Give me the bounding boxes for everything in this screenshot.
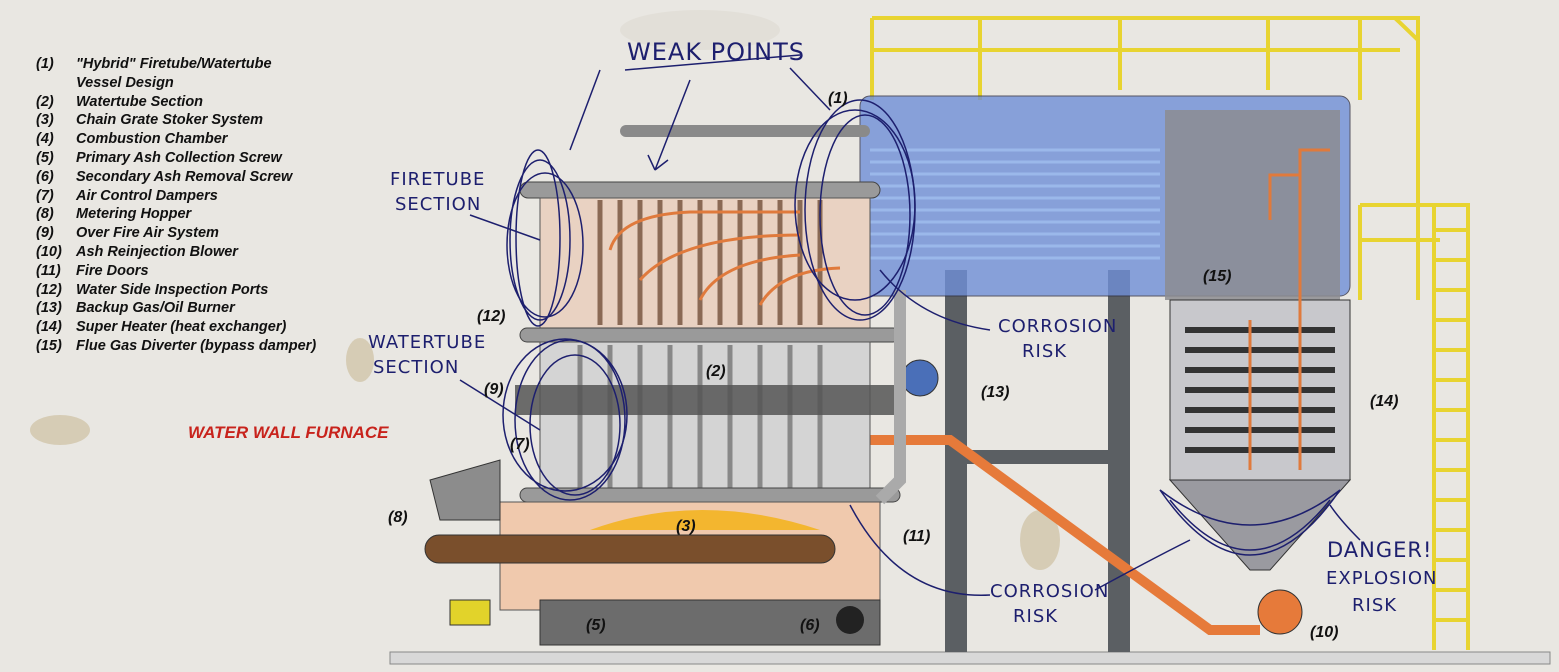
callout-6: (6) xyxy=(800,617,820,634)
legend-num: (6) xyxy=(36,168,54,185)
legend-num: (13) xyxy=(36,300,62,317)
callout-9: (9) xyxy=(484,381,504,398)
legend-item: (4) Combustion Chamber xyxy=(36,130,316,149)
annotation-corrosion-top: CORROSION xyxy=(998,316,1117,337)
legend-num: (2) xyxy=(36,93,54,110)
annotation-corrosion-bottom-risk: RISK xyxy=(1013,606,1058,627)
legend-item: (13) Backup Gas/Oil Burner xyxy=(36,299,316,318)
legend-item: (8) Metering Hopper xyxy=(36,205,316,224)
ink-weak-point-circles xyxy=(459,54,1361,596)
legend-text: Super Heater (heat exchanger) xyxy=(76,319,287,336)
legend-text: Flue Gas Diverter (bypass damper) xyxy=(76,337,317,354)
legend-num: (1) xyxy=(36,56,54,72)
legend-text: Combustion Chamber xyxy=(76,131,228,148)
legend-item: (12) Water Side Inspection Ports xyxy=(36,281,316,300)
legend-text: Backup Gas/Oil Burner xyxy=(76,300,235,317)
annotation-watertube: WATERTUBE xyxy=(368,332,486,353)
legend-num: (11) xyxy=(36,262,61,279)
callout-8: (8) xyxy=(388,509,408,526)
legend-text: Metering Hopper xyxy=(76,206,192,223)
legend-text: "Hybrid" Firetube/Watertube xyxy=(76,56,272,72)
legend-num: (15) xyxy=(36,337,62,354)
legend-text: Primary Ash Collection Screw xyxy=(76,149,282,166)
diagram-title: WATER WALL FURNACE xyxy=(188,423,389,442)
callout-12: (12) xyxy=(477,308,505,325)
legend-num: (10) xyxy=(36,243,62,260)
legend-num: (4) xyxy=(36,131,54,148)
legend-item: (1) "Hybrid" Firetube/Watertube xyxy=(36,55,316,74)
legend-num: (8) xyxy=(36,206,54,223)
annotation-corrosion-bottom: CORROSION xyxy=(990,581,1109,602)
annotation-watertube-section: SECTION xyxy=(373,357,459,378)
legend-item: (6) Secondary Ash Removal Screw xyxy=(36,168,316,187)
annotation-explosion: EXPLOSION xyxy=(1326,568,1437,589)
legend-item: (14) Super Heater (heat exchanger) xyxy=(36,318,316,337)
callout-14: (14) xyxy=(1370,393,1398,410)
annotation-firetube-section: SECTION xyxy=(395,194,481,215)
firetube-vessel xyxy=(859,95,1351,300)
legend-num: (7) xyxy=(36,187,54,204)
reinjection-pipe xyxy=(865,435,1260,635)
legend-item: (15) Flue Gas Diverter (bypass damper) xyxy=(36,337,316,356)
annotation-weak-points: WEAK POINTS xyxy=(627,38,805,66)
callout-11: (11) xyxy=(903,528,930,545)
legend-item: (7) Air Control Dampers xyxy=(36,187,316,206)
legend-text: Over Fire Air System xyxy=(76,225,219,242)
legend-item: (2) Watertube Section xyxy=(36,93,316,112)
paper-stains xyxy=(30,10,1060,570)
callout-2: (2) xyxy=(706,363,726,380)
annotation-explosion-risk: RISK xyxy=(1352,595,1397,616)
callout-1: (1) xyxy=(828,90,848,107)
legend: (1) "Hybrid" Firetube/Watertube Vessel De… xyxy=(36,55,316,356)
legend-text: Water Side Inspection Ports xyxy=(76,281,269,298)
legend-item-continued: Vessel Design xyxy=(36,74,316,93)
legend-item: (10) Ash Reinjection Blower xyxy=(36,243,316,262)
legend-text: Ash Reinjection Blower xyxy=(76,243,238,260)
callout-10: (10) xyxy=(1310,624,1338,641)
legend-num: (12) xyxy=(36,281,62,298)
legend-num: (9) xyxy=(36,225,54,242)
callout-15: (15) xyxy=(1203,268,1231,285)
legend-num: (3) xyxy=(36,112,54,129)
yellow-platform-railing xyxy=(870,16,1470,650)
callout-7: (7) xyxy=(510,436,530,453)
callout-13: (13) xyxy=(981,384,1009,401)
legend-item: (9) Over Fire Air System xyxy=(36,224,316,243)
legend-item: (5) Primary Ash Collection Screw xyxy=(36,149,316,168)
legend-item: (11) Fire Doors xyxy=(36,262,316,281)
legend-item: (3) Chain Grate Stoker System xyxy=(36,111,316,130)
annotation-corrosion-top-risk: RISK xyxy=(1022,341,1067,362)
furnace-body xyxy=(424,125,939,646)
callout-5: (5) xyxy=(586,617,606,634)
legend-text: Fire Doors xyxy=(76,262,149,279)
legend-text: Air Control Dampers xyxy=(76,187,218,204)
legend-num: (5) xyxy=(36,149,54,166)
legend-text: Watertube Section xyxy=(76,93,204,110)
callout-3: (3) xyxy=(676,518,696,535)
legend-num: (14) xyxy=(36,319,62,336)
flue-gas-arrows xyxy=(608,148,1330,470)
annotation-danger: DANGER! xyxy=(1327,538,1432,562)
legend-text: Chain Grate Stoker System xyxy=(76,112,263,129)
legend-text: Secondary Ash Removal Screw xyxy=(76,168,293,185)
floor-base xyxy=(389,651,1551,665)
annotation-firetube: FIRETUBE xyxy=(390,169,485,190)
legend-text: Vessel Design xyxy=(76,74,174,91)
